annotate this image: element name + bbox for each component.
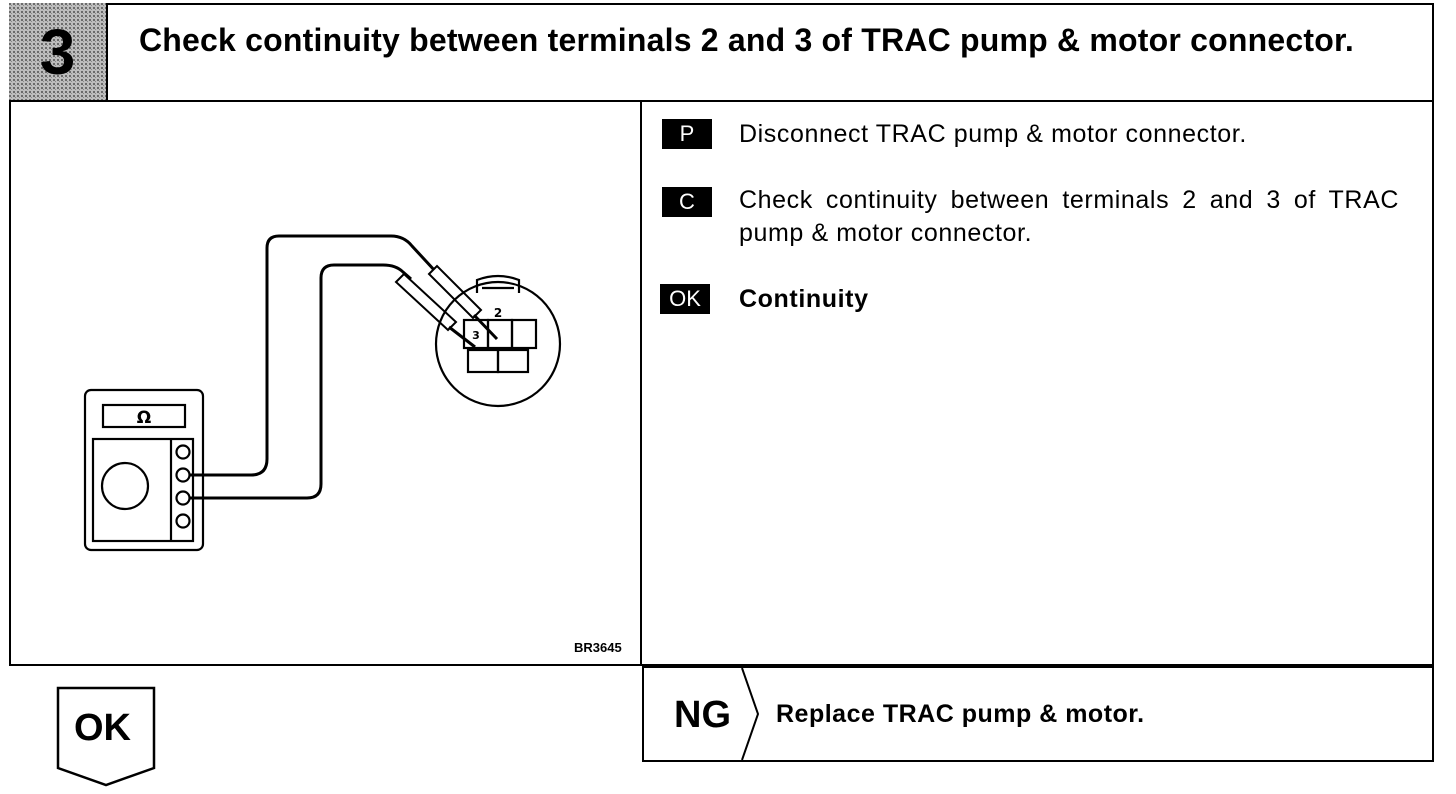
- terminal-label-2: 2: [494, 306, 502, 320]
- step-header: 3 Check continuity between terminals 2 a…: [9, 3, 1434, 102]
- probe-terminal-3: [394, 272, 476, 349]
- step-number-box: 3: [9, 3, 108, 100]
- tag-prepare: P: [662, 119, 712, 149]
- ohm-symbol: Ω: [137, 408, 151, 428]
- tag-ok: OK: [660, 284, 710, 314]
- ng-result-box: [642, 666, 1434, 762]
- tag-check: C: [662, 187, 712, 217]
- wiring-figure: Ω 2 3: [11, 102, 640, 664]
- instruction-check-continuity: Check continuity between terminals 2 and…: [739, 186, 1399, 247]
- instruction-disconnect: Disconnect TRAC pump & motor connector.: [739, 120, 1247, 148]
- step-box-texture: [9, 3, 106, 100]
- ng-chevron: [741, 668, 760, 760]
- figure-code: BR3645: [574, 640, 622, 655]
- ok-label: OK: [74, 707, 131, 749]
- trac-pump-connector: [434, 274, 562, 408]
- instruction-ok-criterion: Continuity: [739, 285, 869, 313]
- ng-action: Replace TRAC pump & motor.: [776, 700, 1145, 728]
- terminal-label-3: 3: [472, 329, 480, 342]
- column-divider: [640, 100, 642, 666]
- step-title: Check continuity between terminals 2 and…: [139, 22, 1354, 58]
- ok-arrow-box: [56, 686, 156, 787]
- procedure-frame: [9, 3, 1434, 666]
- test-leads: [189, 234, 438, 500]
- ng-label: NG: [674, 694, 731, 736]
- step-number: 3: [39, 15, 76, 88]
- ohmmeter-connector-diagram: Ω 2 3: [83, 234, 562, 552]
